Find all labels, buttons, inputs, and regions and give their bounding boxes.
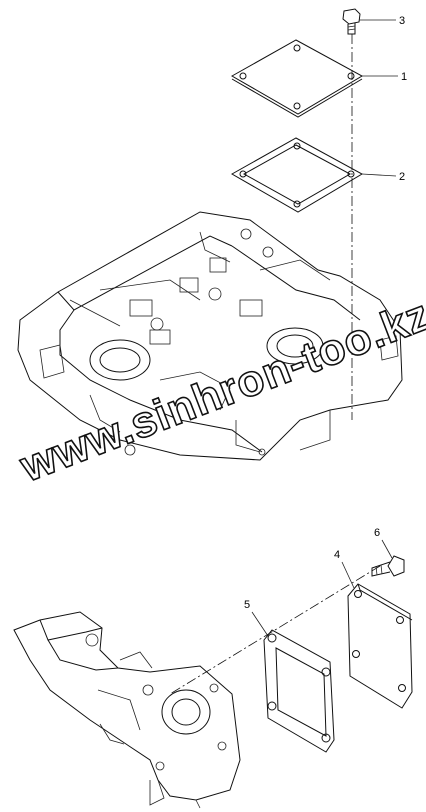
callout-2: 2: [399, 171, 405, 183]
cylinder-head-block: [17, 211, 403, 461]
manifold-body: [13, 611, 241, 809]
leader-line-6: [381, 539, 393, 559]
gasket-part-5: [263, 629, 335, 753]
watermark-text: www.sinhron-too.kz: [13, 290, 426, 492]
bolt-part-3: [342, 8, 361, 35]
leader-line-5: [251, 611, 269, 637]
callout-4: 4: [334, 549, 340, 561]
assembly-axis-line-lower: [169, 565, 381, 695]
callout-5: 5: [244, 599, 250, 611]
cover-plate-part-1: [230, 39, 364, 118]
gasket-part-2: [230, 137, 364, 213]
cover-plate-part-4: [347, 583, 413, 709]
callout-6: 6: [374, 527, 380, 539]
leader-line-4: [341, 561, 355, 589]
leader-line-2: [361, 173, 397, 177]
bolt-part-6: [371, 555, 405, 577]
callout-3: 3: [399, 15, 405, 27]
callout-1: 1: [401, 71, 407, 83]
